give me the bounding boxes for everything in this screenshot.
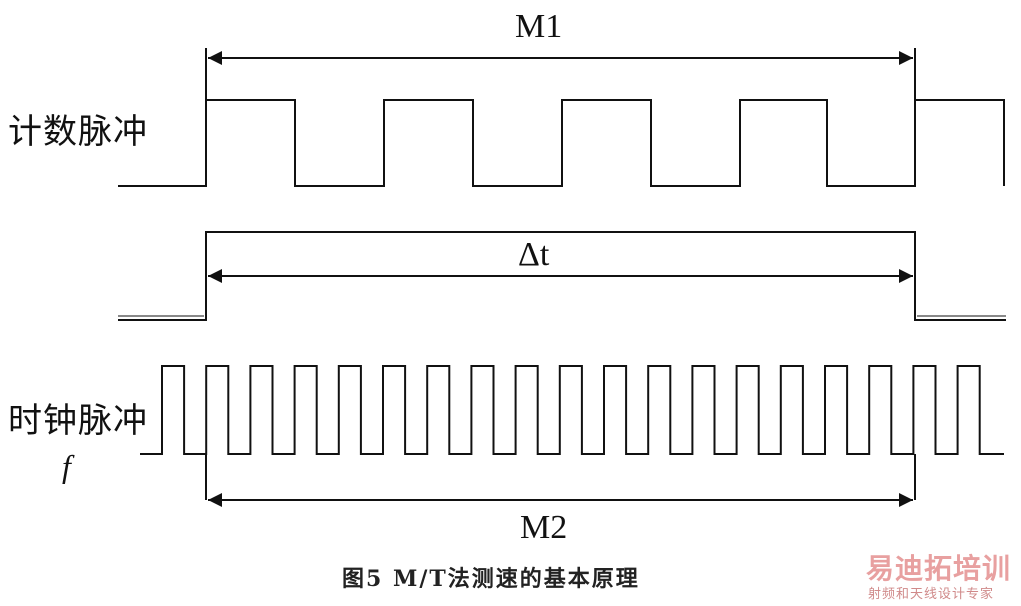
clock-frequency-symbol: f: [62, 448, 71, 484]
count-pulse-waveform: [118, 99, 1005, 187]
watermark-tagline: 射频和天线设计专家: [868, 587, 995, 602]
watermark-logo-text: 易迪拓培训: [866, 552, 1012, 585]
clock-pulse-waveform: [140, 365, 1004, 455]
gate-waveform: [118, 231, 1006, 321]
clock-pulse-label: 时钟脉冲: [8, 401, 148, 441]
m2-label: M2: [520, 509, 568, 546]
m1-label: M1: [515, 8, 563, 45]
delta-t-label: Δt: [518, 236, 550, 273]
count-pulse-label: 计数脉冲: [8, 112, 148, 152]
figure-caption: 图5 M/T法测速的基本原理: [342, 566, 640, 592]
